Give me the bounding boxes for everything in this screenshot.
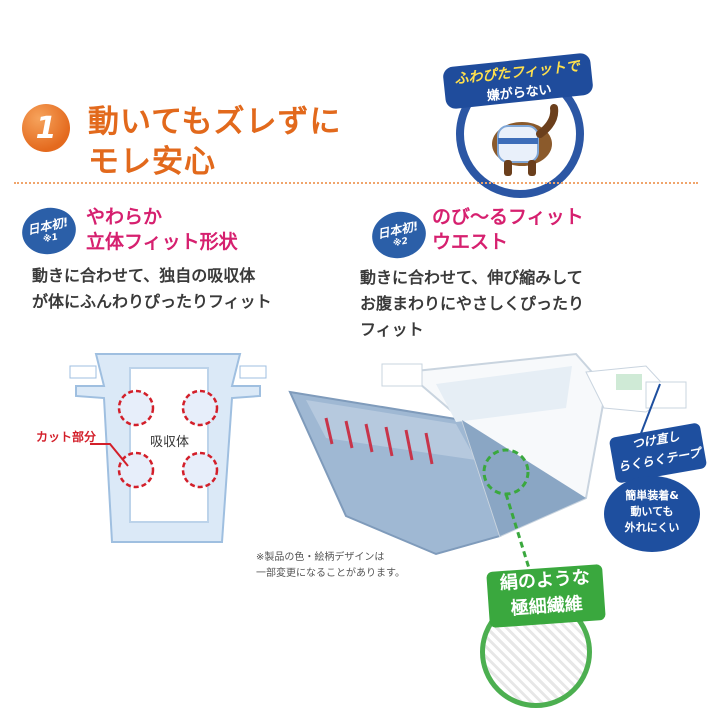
feature-left-desc-line1: 動きに合わせて、独自の吸収体 — [32, 266, 256, 285]
feature-right-title-line2: ウエスト — [432, 231, 509, 253]
disclaimer-line2: 一部変更になることがあります。 — [256, 568, 405, 579]
feature-right-desc-line1: 動きに合わせて、伸び縮みして — [360, 268, 583, 287]
diaper-product-image — [288, 352, 687, 556]
feature-right-desc-line2: お腹まわりにやさしくぴったり — [360, 294, 585, 313]
japan-first-badge-right: 日本初! ※2 — [367, 206, 431, 264]
feature-left-title-line2: 立体フィット形状 — [86, 231, 238, 253]
disclaimer-line1: ※製品の色・絵柄デザインは — [256, 552, 385, 563]
feature-right-title-line1: のび～るフィット — [432, 206, 584, 228]
cut-label: カット部分 — [36, 430, 97, 444]
section-divider — [14, 182, 698, 184]
dog-wearing-diaper-icon — [492, 104, 559, 176]
silk-fiber-label: 絹のような 極細繊維 — [486, 564, 606, 628]
cut-pointer-line — [90, 443, 129, 467]
japan-first-badge-left: 日本初! ※1 — [17, 202, 81, 260]
diaper-schematic-diagram — [69, 353, 267, 543]
tape-pointer-line — [639, 383, 661, 437]
feature-left-title-line1: やわらか — [86, 206, 163, 228]
tape-bubble-line1: 簡単装着& — [625, 489, 679, 502]
silk-pointer-circle — [482, 448, 534, 579]
step-number: 1 — [35, 110, 57, 146]
headline-line1: 動いてもズレずに — [88, 104, 342, 140]
tape-feature-bubble: 簡単装着& 動いても 外れにくい — [604, 476, 700, 552]
feature-right-desc-line3: フィット — [360, 320, 424, 339]
tape-bubble-line3: 外れにくい — [624, 521, 680, 534]
feature-left-desc-line2: が体にふんわりぴったりフィット — [32, 292, 272, 311]
step-number-badge: 1 — [22, 104, 70, 152]
headline-line2: モレ安心 — [88, 144, 216, 180]
absorber-label: 吸収体 — [150, 435, 190, 450]
tape-bubble-line2: 動いても — [630, 505, 674, 518]
